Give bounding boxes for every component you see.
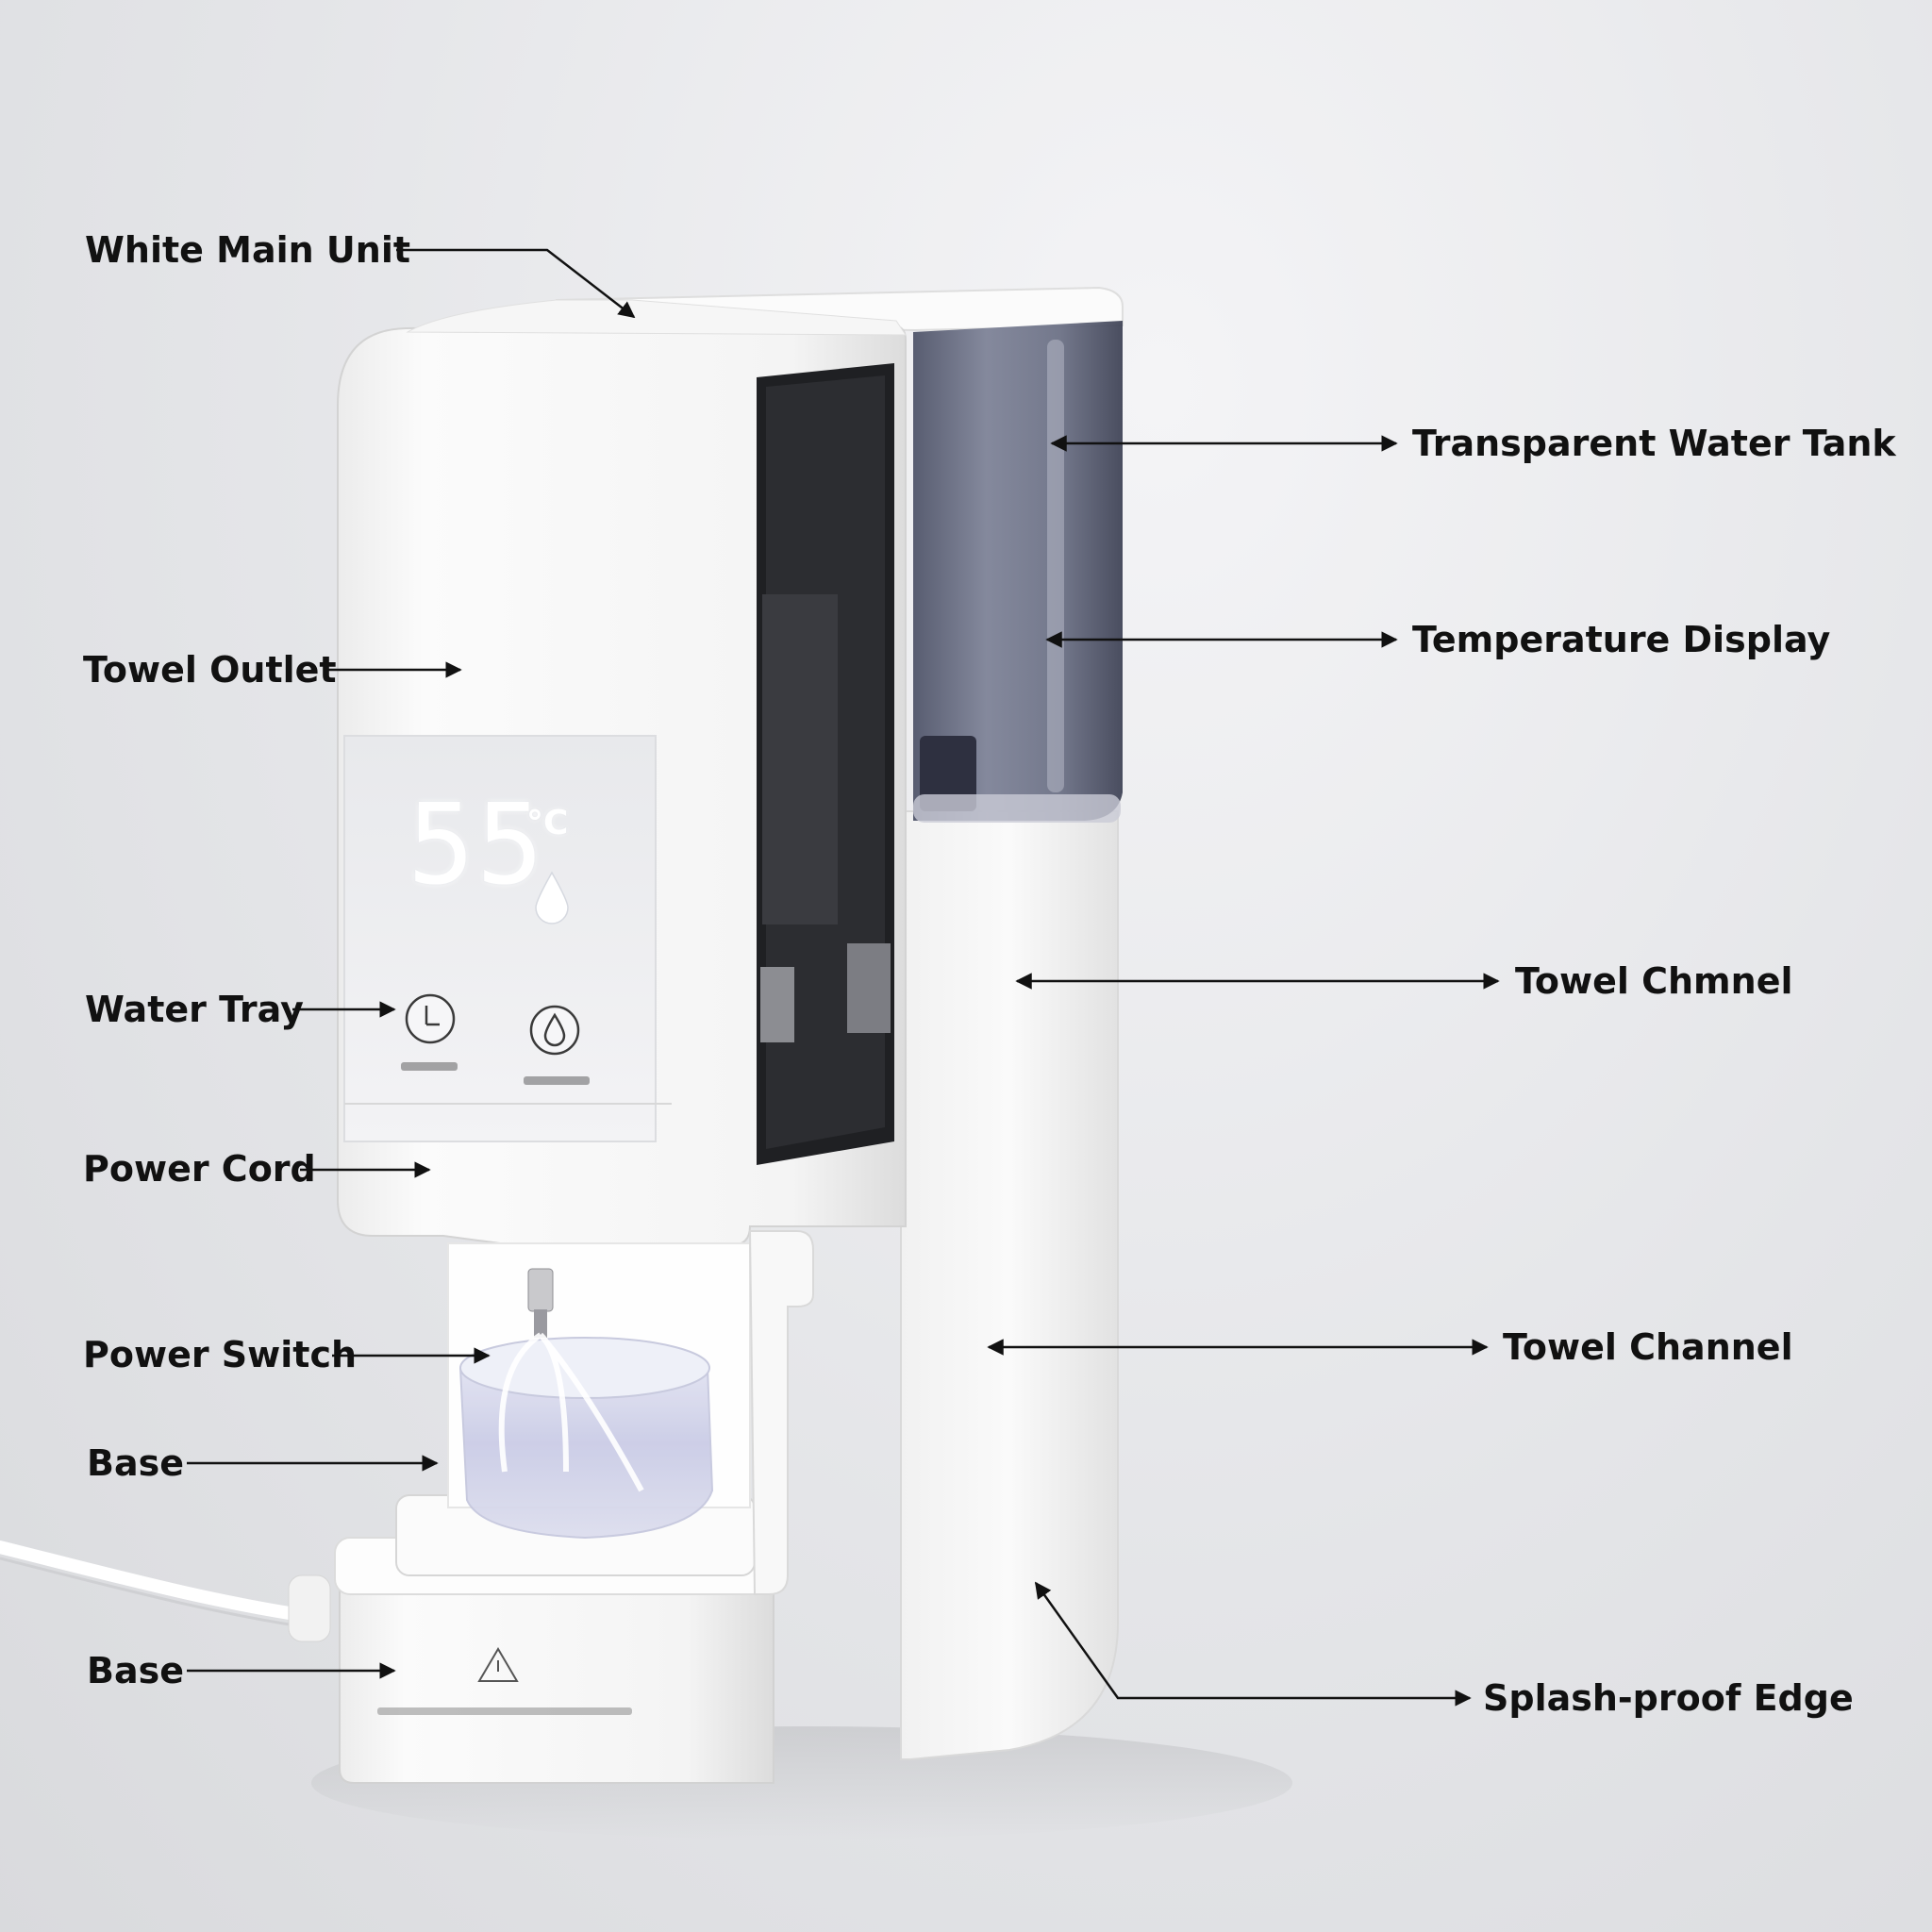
housing-top-ledge [406, 299, 907, 336]
cord-plug [288, 1574, 331, 1642]
bay-arm [748, 1230, 814, 1595]
window-bracket-right [847, 943, 891, 1033]
temperature-unit: °C [526, 804, 569, 842]
nozzle-body [527, 1268, 554, 1312]
label-temperature-display: Temperature Display [1412, 619, 1831, 660]
tank-bottom-rim [913, 794, 1121, 823]
label-power-switch: Power Switch [83, 1334, 358, 1375]
nozzle-tip [534, 1309, 547, 1338]
display-droplet-icon [535, 871, 569, 924]
power-cord [0, 1541, 327, 1624]
heat-button-caption [524, 1076, 590, 1085]
temperature-readout: 55 [408, 779, 546, 909]
label-white-main-unit: White Main Unit [85, 229, 411, 271]
tank-bottom-mechanism [920, 736, 976, 811]
label-power-cord: Power Cord [83, 1148, 316, 1190]
leader-white-main-unit [396, 248, 636, 319]
bowl-rim [459, 1337, 710, 1399]
tank-highlight [1047, 340, 1064, 792]
power-button[interactable] [405, 993, 456, 1044]
label-base-lower: Base [87, 1650, 184, 1691]
window-bracket-left [760, 967, 794, 1042]
label-transparent-water-tank: Transparent Water Tank [1412, 423, 1896, 464]
label-base-upper: Base [87, 1442, 184, 1484]
power-cord-shadow [0, 1557, 322, 1631]
rear-column [900, 810, 1119, 1760]
bowl-whisk [498, 1332, 644, 1492]
label-towel-channel: Towel Channel [1503, 1326, 1793, 1368]
label-splash-proof-edge: Splash-proof Edge [1483, 1677, 1854, 1719]
label-towel-outlet: Towel Outlet [83, 649, 337, 691]
leader-splash-proof-edge [1034, 1581, 1472, 1707]
power-icon [425, 1006, 440, 1026]
warning-triangle-icon [477, 1647, 519, 1682]
heat-button[interactable] [529, 1005, 580, 1056]
power-button-caption [401, 1062, 458, 1071]
droplet-icon [543, 1012, 566, 1047]
window-mechanism [762, 594, 838, 924]
base-block [339, 1546, 774, 1784]
control-panel [343, 735, 657, 1142]
label-water-tray: Water Tray [85, 989, 304, 1030]
base-fine-print [377, 1707, 632, 1715]
label-towel-chmnel: Towel Chmnel [1515, 960, 1793, 1002]
